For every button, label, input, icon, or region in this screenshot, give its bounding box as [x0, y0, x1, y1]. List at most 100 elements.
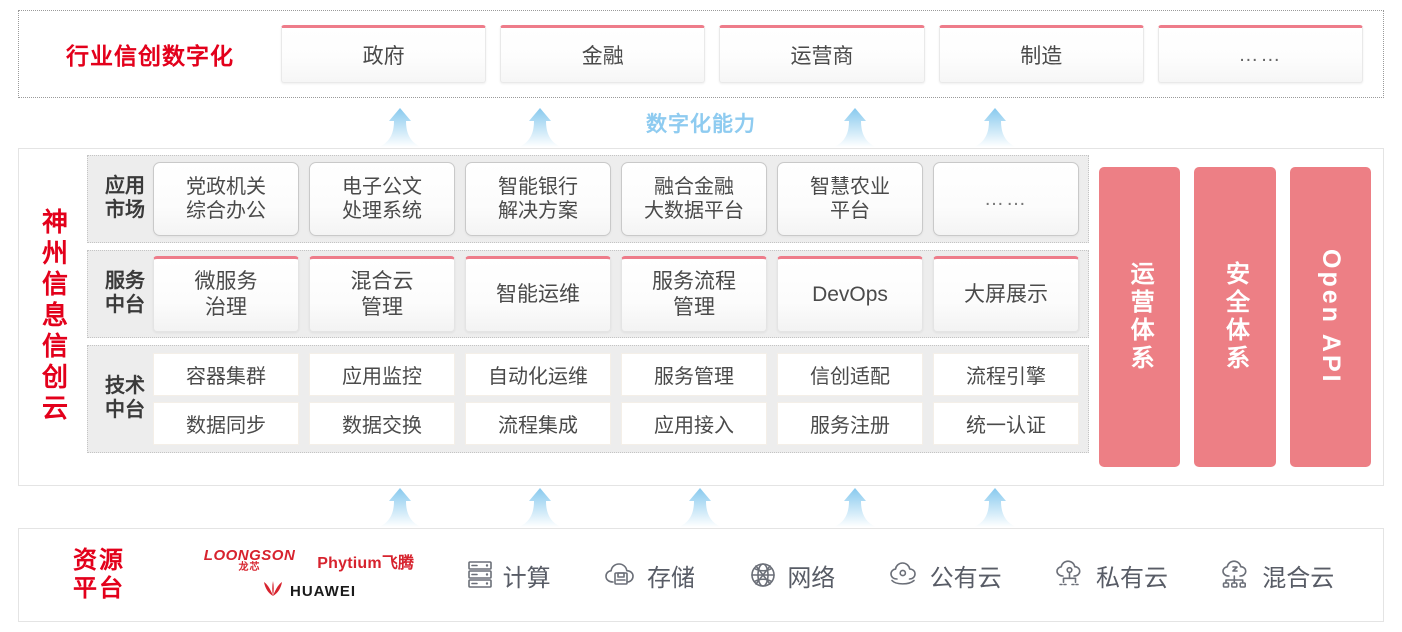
app-cell-line2: 处理系统	[342, 200, 422, 222]
phytium-logo: Phytium飞腾	[317, 554, 415, 572]
industry-box-more[interactable]: ……	[1157, 25, 1364, 83]
loongson-logo-en: LOONGSON	[203, 547, 296, 564]
technology-row-1: 容器集群 应用监控 自动化运维 服务管理 信创适配 流程引擎	[153, 353, 1079, 396]
up-arrow-icon	[517, 108, 563, 148]
industry-box-government[interactable]: 政府	[281, 25, 487, 83]
pillar-label: 安全体系	[1221, 261, 1249, 373]
layer-label-technology-middle-platform: 技术 中台	[97, 375, 153, 422]
pillar-label: Open API	[1316, 249, 1345, 385]
tech-cell-data-exchange[interactable]: 数据交换	[309, 402, 455, 445]
layer-label-line2: 中台	[105, 294, 145, 316]
resource-title-line1: 资源	[73, 547, 125, 575]
resource-item-label: 网络	[787, 564, 836, 592]
resource-item-list: 计算 存储 网络	[439, 558, 1383, 593]
up-arrow-icon	[517, 488, 563, 528]
huawei-logo-text: HUAWEI	[290, 583, 356, 600]
cloud-layer-rows: 应用 市场 党政机关 综合办公 电子公文 处理系统	[87, 155, 1099, 479]
up-arrow-icon	[832, 108, 878, 148]
svc-cell-line1: 服务流程	[652, 270, 736, 294]
svc-cell-service-process-management[interactable]: 服务流程 管理	[621, 256, 767, 332]
vendor-logo-row-2: HUAWEI	[262, 581, 356, 602]
app-cell-smart-bank-solution[interactable]: 智能银行 解决方案	[465, 162, 611, 236]
technology-row-2: 数据同步 数据交换 流程集成 应用接入 服务注册 统一认证	[153, 402, 1079, 445]
up-arrow-icon	[677, 488, 723, 528]
svc-cell-line1: 微服务	[194, 270, 258, 294]
tech-cell-service-management[interactable]: 服务管理	[621, 353, 767, 396]
tech-cell-data-sync[interactable]: 数据同步	[153, 402, 299, 445]
pillar-open-api[interactable]: Open API	[1289, 167, 1371, 467]
tech-cell-process-integration[interactable]: 流程集成	[465, 402, 611, 445]
network-icon	[748, 560, 778, 590]
layer-label-service-middle-platform: 服务 中台	[97, 270, 153, 317]
layer-label-line1: 应用	[105, 175, 145, 198]
app-cell-line1: 电子公文	[342, 175, 422, 198]
app-cell-line1: 智慧农业	[810, 175, 890, 198]
resource-platform-title: 资源 平台	[19, 547, 179, 602]
app-cell-more[interactable]: ……	[933, 162, 1079, 236]
tech-cell-container-cluster[interactable]: 容器集群	[153, 353, 299, 396]
loongson-logo: LOONGSON 龙芯	[204, 548, 296, 573]
resource-item-private-cloud[interactable]: 私有云	[1055, 558, 1168, 593]
tech-cell-app-access[interactable]: 应用接入	[621, 402, 767, 445]
resource-item-label: 公有云	[929, 564, 1002, 592]
pillar-label: 运营体系	[1126, 261, 1154, 373]
layer-label-line1: 技术	[105, 375, 145, 398]
up-arrow-icon	[377, 488, 423, 528]
app-cell-line1: 党政机关	[186, 175, 266, 198]
resource-item-storage[interactable]: 存储	[604, 558, 695, 593]
svc-cell-line2: 管理	[673, 296, 715, 319]
svc-cell-line1: 混合云	[350, 270, 414, 294]
cloud-platform-title: 神州信息信创云	[19, 149, 87, 485]
app-cell-edoc-system[interactable]: 电子公文 处理系统	[309, 162, 455, 236]
hybrid-cloud-icon	[1221, 560, 1253, 590]
tech-cell-app-monitoring[interactable]: 应用监控	[309, 353, 455, 396]
resource-item-hybrid-cloud[interactable]: 混合云	[1221, 558, 1334, 593]
tech-cell-unified-auth[interactable]: 统一认证	[933, 402, 1079, 445]
app-cell-finance-bigdata-platform[interactable]: 融合金融 大数据平台	[621, 162, 767, 236]
vertical-pillar-group: 运营体系 安全体系 Open API	[1099, 155, 1371, 479]
public-cloud-icon	[889, 561, 921, 589]
resource-item-label: 混合云	[1262, 564, 1335, 592]
lower-arrow-gap	[0, 486, 1402, 528]
cloud-platform-panel: 神州信息信创云 应用 市场 党政机关 综合办公	[18, 148, 1384, 486]
app-cell-party-government-office[interactable]: 党政机关 综合办公	[153, 162, 299, 236]
resource-item-label: 存储	[646, 564, 695, 592]
svc-cell-hybrid-cloud-management[interactable]: 混合云 管理	[309, 256, 455, 332]
up-arrow-icon	[832, 488, 878, 528]
tech-cell-service-registry[interactable]: 服务注册	[777, 402, 923, 445]
layer-label-application-market: 应用 市场	[97, 175, 153, 222]
layer-service-middle-platform: 服务 中台 微服务 治理 混合云 管理	[87, 250, 1089, 338]
vendor-logo-row-1: LOONGSON 龙芯 Phytium飞腾	[204, 548, 414, 573]
app-cell-line2: 综合办公	[186, 200, 266, 222]
svc-cell-microservice-governance[interactable]: 微服务 治理	[153, 256, 299, 332]
tech-cell-xinchuang-adaptation[interactable]: 信创适配	[777, 353, 923, 396]
app-cell-smart-agriculture-platform[interactable]: 智慧农业 平台	[777, 162, 923, 236]
huawei-logo: HUAWEI	[262, 581, 356, 602]
industry-box-finance[interactable]: 金融	[500, 25, 706, 83]
cloud-storage-icon	[604, 561, 638, 589]
pillar-operation-system[interactable]: 运营体系	[1099, 167, 1181, 467]
svc-cell-intelligent-ops[interactable]: 智能运维	[465, 256, 611, 332]
resource-item-network[interactable]: 网络	[748, 558, 835, 593]
svc-cell-line2: 管理	[361, 296, 403, 319]
layer-technology-middle-platform: 技术 中台 容器集群 应用监控 自动化运维 服务管理 信创适配 流程引擎 数据同…	[87, 345, 1089, 453]
loongson-logo-cn: 龙芯	[238, 562, 261, 573]
resource-item-public-cloud[interactable]: 公有云	[889, 558, 1002, 593]
resource-item-compute[interactable]: 计算	[466, 558, 551, 593]
industry-band-title: 行业信创数字化	[66, 43, 234, 69]
cloud-platform-body: 应用 市场 党政机关 综合办公 电子公文 处理系统	[87, 149, 1383, 485]
svc-cell-devops[interactable]: DevOps	[777, 256, 923, 332]
tech-cell-process-engine[interactable]: 流程引擎	[933, 353, 1079, 396]
resource-item-label: 私有云	[1095, 564, 1168, 592]
industry-box-manufacturing[interactable]: 制造	[938, 25, 1144, 83]
svc-cell-line2: 治理	[205, 296, 247, 319]
tech-cell-automated-ops[interactable]: 自动化运维	[465, 353, 611, 396]
app-cell-line2: 平台	[830, 200, 870, 222]
private-cloud-icon	[1055, 560, 1087, 590]
application-market-cells: 党政机关 综合办公 电子公文 处理系统 智能银行 解决方案	[153, 162, 1079, 236]
svc-cell-large-screen-display[interactable]: 大屏展示	[933, 256, 1079, 332]
svc-cell-line1: 智能运维	[496, 283, 580, 307]
vendor-logo-group: LOONGSON 龙芯 Phytium飞腾 HUAWEI	[179, 548, 439, 602]
industry-box-telecom[interactable]: 运营商	[719, 25, 925, 83]
pillar-security-system[interactable]: 安全体系	[1194, 167, 1276, 467]
